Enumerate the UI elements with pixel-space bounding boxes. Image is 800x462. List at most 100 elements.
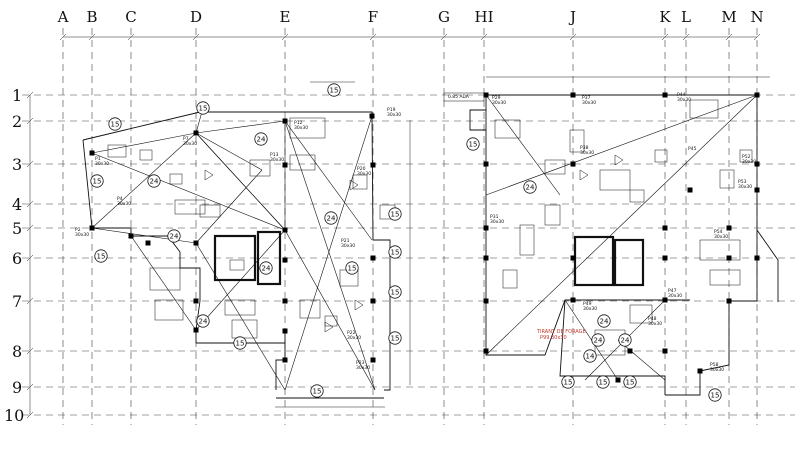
detail-box — [569, 129, 585, 153]
tag-circle — [388, 245, 402, 259]
column — [726, 298, 732, 304]
tag-number: 15 — [391, 249, 400, 257]
dim-tick — [480, 33, 488, 41]
section-tag: 24 — [591, 333, 605, 347]
column — [282, 257, 288, 263]
label-p37: P37 — [582, 95, 591, 101]
label-p44: P44 — [677, 92, 686, 98]
column — [662, 225, 668, 231]
tag-circle — [324, 211, 338, 225]
column — [282, 298, 288, 304]
label-p49: P49 — [583, 301, 592, 307]
axis-number-1: 1 — [12, 86, 22, 105]
axis-letter-e: E — [280, 8, 291, 26]
axis-grid-lines — [22, 28, 795, 425]
tag-circle — [233, 336, 247, 350]
column — [754, 187, 760, 193]
column — [754, 161, 760, 167]
label-p1-size: 30x30 — [95, 161, 109, 167]
tag-number: 15 — [564, 379, 573, 387]
diagonal-line — [195, 132, 286, 231]
section-tag: 15 — [388, 207, 402, 221]
section-tag: 15 — [466, 137, 480, 151]
arrow-mark — [204, 169, 214, 181]
dim-tick — [661, 33, 669, 41]
left-building-outline — [371, 115, 391, 391]
section-tag: 24 — [324, 211, 338, 225]
label-elev: 0.85 ADA — [448, 94, 470, 100]
column — [726, 255, 732, 261]
label-p52-size: 30x30 — [742, 159, 756, 165]
tag-number: 15 — [111, 121, 120, 129]
diagonal-line — [284, 120, 373, 241]
dim-tick — [369, 33, 377, 41]
diagonal-line — [130, 235, 197, 331]
dim-tick — [281, 33, 289, 41]
label-p48-size: 30x30 — [648, 321, 662, 327]
axis-number-10: 10 — [4, 406, 24, 425]
detail-box — [169, 173, 183, 185]
dim-tick — [26, 254, 34, 262]
tag-number: 24 — [526, 184, 535, 192]
tag-circle — [583, 349, 597, 363]
detail-box — [299, 299, 321, 319]
detail-box — [654, 149, 668, 163]
dim-tick — [26, 297, 34, 305]
diagonal-line — [617, 339, 666, 381]
arrow-mark — [349, 179, 359, 191]
arrow-mark — [614, 154, 624, 166]
label-p19: P19 — [387, 107, 396, 113]
tag-number: 15 — [236, 340, 245, 348]
diagonal-line — [195, 229, 286, 331]
tag-circle — [591, 333, 605, 347]
tag-number: 15 — [711, 392, 720, 400]
diagonal-line — [91, 132, 197, 154]
detail-box — [519, 224, 535, 256]
right-building-outline — [665, 371, 701, 396]
dim-tick — [440, 33, 448, 41]
column — [726, 225, 732, 231]
label-p45: P45 — [688, 146, 697, 152]
detail-box — [231, 319, 258, 339]
section-tag: 15 — [327, 83, 341, 97]
axis-letter-a: A — [57, 8, 69, 26]
label-p22-size: 30x30 — [347, 335, 361, 341]
tag-number: 24 — [150, 178, 159, 186]
detail-box — [629, 304, 653, 324]
detail-box — [502, 269, 518, 289]
detail-box — [494, 119, 521, 139]
column — [193, 298, 199, 304]
label-p20-size: 30x30 — [357, 171, 371, 177]
detail-box — [324, 315, 338, 327]
tag-circle — [388, 331, 402, 345]
label-p4: P4 — [117, 196, 123, 202]
axis-letter-m: M — [721, 8, 736, 26]
section-tag: 24 — [618, 333, 632, 347]
column — [687, 187, 693, 193]
column — [89, 225, 95, 231]
dim-tick — [753, 33, 761, 41]
tag-circle — [466, 137, 480, 151]
axis-number-9: 9 — [12, 378, 22, 397]
section-tag: 24 — [147, 174, 161, 188]
column — [697, 368, 703, 374]
column — [570, 297, 576, 303]
label-p31-size: 30x30 — [490, 219, 504, 225]
section-tag: 15 — [310, 384, 324, 398]
dim-tick — [88, 33, 96, 41]
column — [483, 348, 489, 354]
column — [193, 130, 199, 136]
diagonal-line — [195, 242, 286, 391]
tag-circle — [254, 132, 268, 146]
axis-number-5: 5 — [12, 219, 22, 238]
column — [570, 255, 576, 261]
left-building-outline — [82, 139, 201, 343]
diagonal-line — [91, 152, 286, 231]
dim-tick — [192, 33, 200, 41]
label-p23-size: 30x30 — [356, 365, 370, 371]
dim-tick — [59, 33, 67, 41]
section-tag: 15 — [345, 261, 359, 275]
column — [483, 255, 489, 261]
label-p22: P22 — [347, 330, 356, 336]
detail-box — [289, 117, 326, 139]
